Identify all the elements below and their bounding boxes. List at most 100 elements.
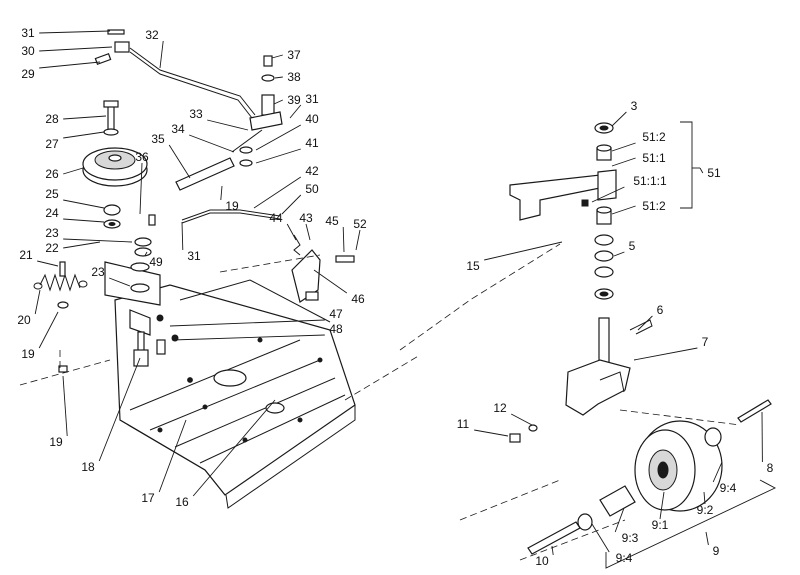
callout-label: 52	[353, 217, 367, 231]
callout-22: 22	[45, 241, 101, 255]
pulley	[82, 147, 148, 187]
callout-label: 34	[171, 122, 185, 136]
callout-label: 51:2	[642, 199, 666, 213]
leader-line	[633, 347, 698, 361]
callout-9-4: 9:4	[591, 523, 633, 565]
leader-line	[139, 162, 143, 215]
caster-spacers	[581, 122, 614, 300]
callout-17: 17	[141, 419, 187, 505]
callout-45: 45	[325, 214, 345, 253]
callout-label: 9	[713, 544, 720, 558]
caster-fork	[565, 317, 631, 416]
leader-line	[63, 241, 101, 249]
leader-line	[39, 30, 111, 34]
leader-line	[551, 545, 554, 556]
callout-label: 9:1	[652, 518, 669, 532]
callout-35: 35	[151, 132, 191, 179]
callout-label: 8	[767, 461, 774, 475]
callout-label: 23	[45, 226, 59, 240]
callout-label: 31	[187, 249, 201, 263]
leader-line	[171, 334, 325, 341]
callout-label: 38	[287, 70, 301, 84]
leader-line	[703, 491, 706, 505]
pulley-bolt	[103, 100, 119, 136]
callout-label: 24	[45, 206, 59, 220]
leader-line	[192, 399, 276, 497]
callout-label: 20	[17, 313, 31, 327]
callout-label: 26	[45, 167, 59, 181]
callout-label: 9:4	[720, 481, 737, 495]
leader-line	[659, 491, 665, 520]
callout-25: 25	[45, 187, 105, 209]
leader-line	[63, 167, 84, 175]
callout-label: 50	[305, 182, 319, 196]
callout-21: 21	[19, 248, 59, 267]
callout-24: 24	[45, 206, 105, 223]
callout-label: 18	[81, 460, 95, 474]
leader-line	[281, 194, 302, 215]
callout-51-1: 51:1	[611, 151, 666, 167]
leader-line	[273, 99, 283, 105]
leader-line	[255, 124, 302, 151]
callout-label: 22	[45, 241, 59, 255]
callout-label: 11	[457, 417, 470, 431]
leader-line	[255, 148, 301, 164]
callout-label: 21	[19, 248, 33, 262]
callout-52: 52	[353, 217, 367, 251]
leader-line	[274, 76, 283, 79]
leader-line	[168, 144, 191, 179]
small-fasteners	[57, 214, 179, 373]
leader-line	[305, 223, 311, 241]
callout-label: 12	[493, 401, 507, 415]
callout-label: 43	[299, 211, 313, 225]
callout-label: 51:1:1	[633, 174, 667, 188]
callout-label: 35	[151, 132, 165, 146]
leader-line	[63, 115, 107, 120]
callout-43: 43	[299, 211, 313, 241]
leader-line	[591, 523, 610, 553]
callout-label: 23	[91, 265, 105, 279]
leader-line	[144, 251, 148, 257]
callout-28: 28	[45, 112, 107, 126]
leader-line	[189, 134, 235, 153]
leader-line	[289, 104, 302, 119]
callout-47: 47	[169, 307, 343, 327]
callout-label: 3	[631, 99, 638, 113]
callout-36: 36	[135, 150, 149, 215]
callout-15: 15	[466, 241, 563, 273]
callout-label: 30	[21, 44, 35, 58]
callout-label: 46	[351, 292, 365, 306]
callout-label: 28	[45, 112, 59, 126]
callout-label: 41	[305, 136, 319, 150]
callout-19: 19	[220, 185, 239, 213]
callout-label: 51	[707, 166, 721, 180]
callout-31: 31	[289, 92, 319, 119]
leader-line	[591, 186, 625, 203]
callout-label: 39	[287, 93, 301, 107]
callout-38: 38	[274, 70, 301, 84]
lift-arm-pivot	[239, 55, 283, 167]
callout-label: 10	[535, 554, 549, 568]
callout-label: 31	[305, 92, 319, 106]
callout-11: 11	[457, 417, 509, 437]
hairpin-cotter	[629, 319, 653, 335]
leader-line	[62, 375, 68, 437]
callout-51: 51	[699, 166, 721, 180]
callout-41: 41	[255, 136, 319, 164]
caster-bolt	[509, 399, 772, 443]
callout-49: 49	[144, 251, 163, 269]
callout-label: 25	[45, 187, 59, 201]
leader-line	[611, 142, 636, 152]
callout-26: 26	[45, 167, 84, 181]
leader-line	[699, 167, 704, 174]
callout-23: 23	[91, 265, 131, 287]
callout-19: 19	[49, 375, 68, 449]
callout-label: 40	[305, 112, 319, 126]
caster-bracket	[509, 169, 617, 221]
callout-16: 16	[175, 399, 276, 509]
lift-linkage-rod	[94, 29, 256, 119]
callout-31: 31	[21, 26, 111, 40]
callout-50: 50	[281, 182, 319, 215]
